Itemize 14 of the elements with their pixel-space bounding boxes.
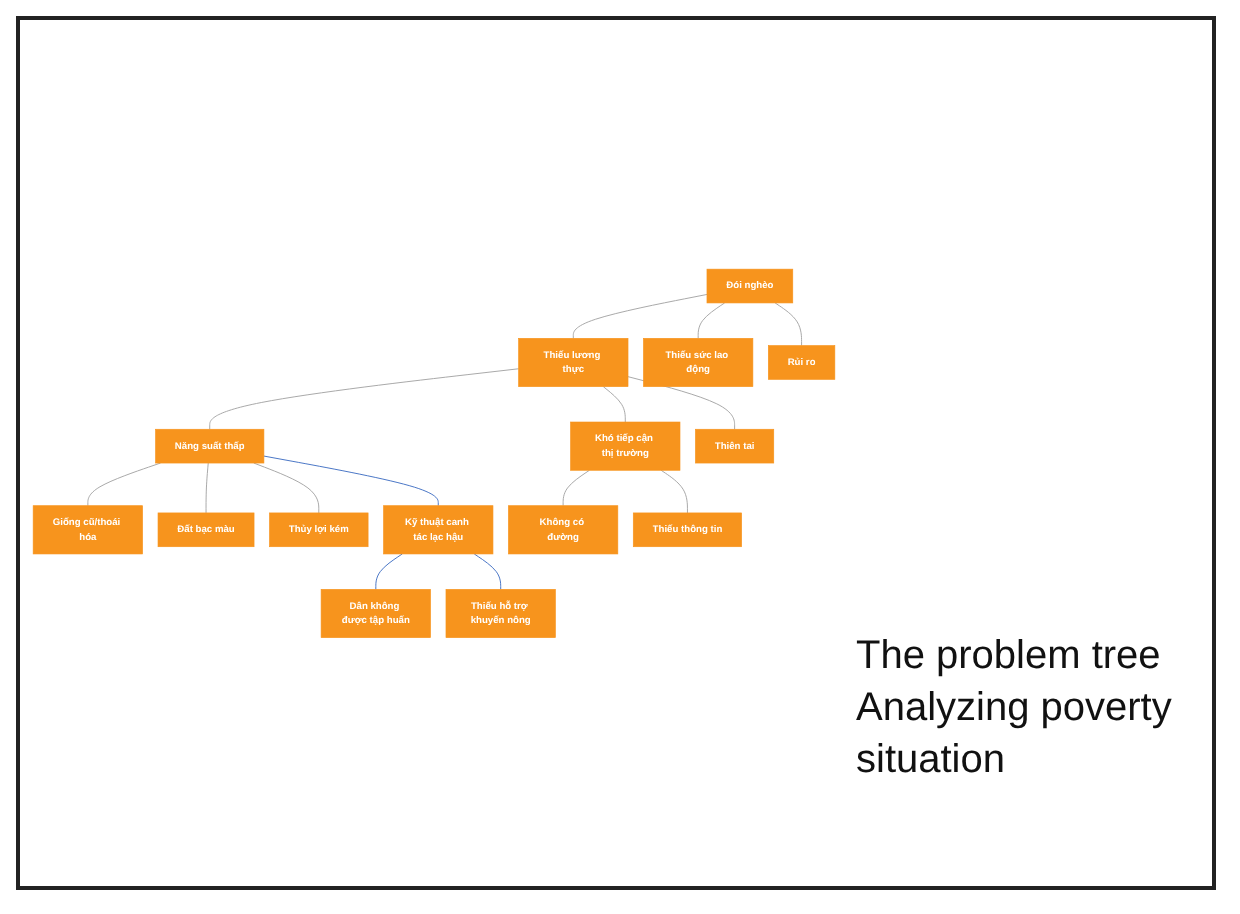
connector	[253, 462, 320, 513]
connector	[205, 462, 209, 513]
connector	[473, 553, 502, 590]
caption-text: The problem tree Analyzing poverty situation	[856, 632, 1174, 786]
connector	[774, 302, 803, 346]
connector	[572, 293, 708, 339]
connector	[562, 469, 590, 506]
connector	[660, 469, 688, 513]
connector	[602, 385, 626, 423]
connector	[209, 367, 520, 430]
connector	[263, 455, 439, 506]
connector	[375, 553, 403, 590]
connector	[697, 302, 726, 339]
connector	[87, 462, 161, 506]
